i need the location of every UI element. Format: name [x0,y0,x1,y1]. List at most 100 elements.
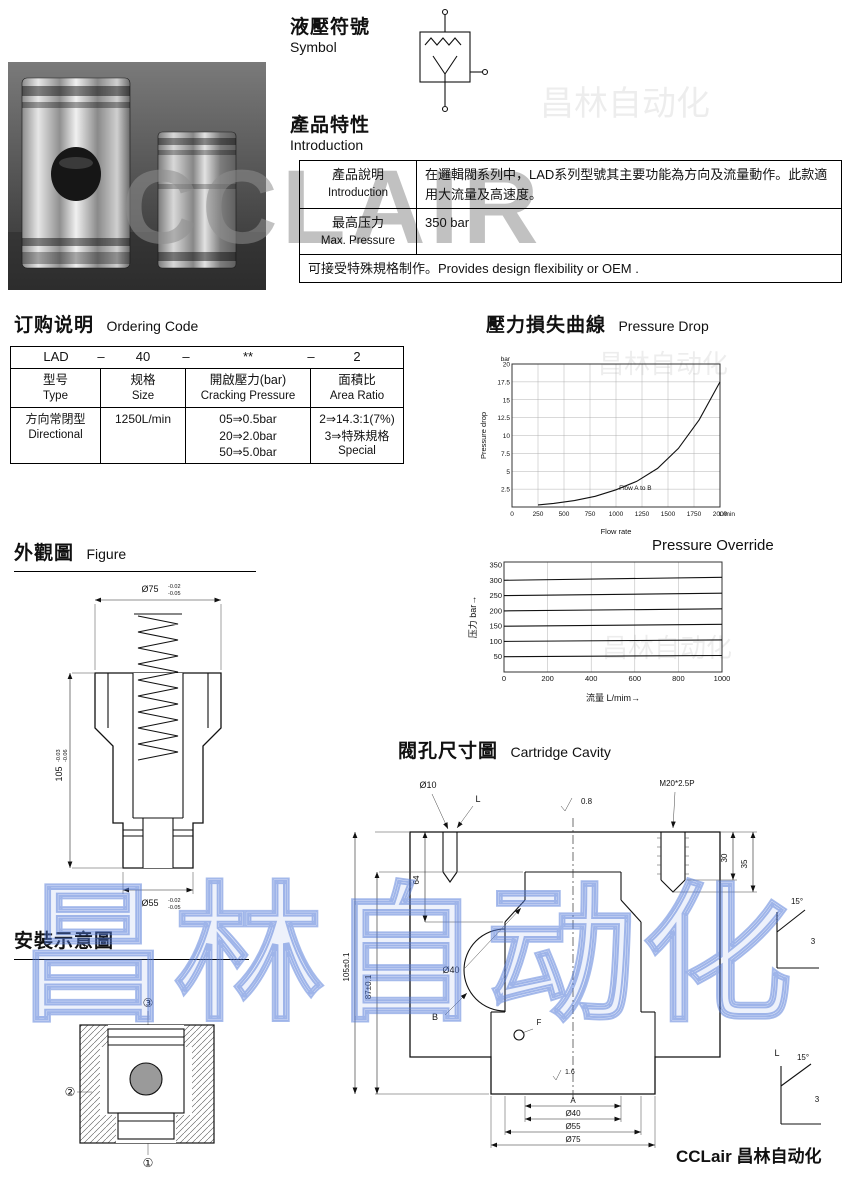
installation-drawing: ③ ② ① [65,996,215,1170]
svg-text:Ø75: Ø75 [565,1135,581,1144]
spring [134,613,182,761]
dim-bottom-diameter: Ø55 -0.02 -0.05 [122,872,194,911]
figure-drawing: Ø75 -0.02 -0.05 [54,584,222,911]
cavity-title-en: Cartridge Cavity [510,744,611,760]
svg-text:Ø10: Ø10 [419,780,436,790]
ordering-title: 订购说明 Ordering Code [14,310,206,337]
symbol-title-zh: 液壓符號 [290,17,371,38]
bottom-bore [143,818,173,868]
label-zh: 最高压力 [331,215,384,230]
svg-text:流量 L/mim→: 流量 L/mim→ [586,692,640,703]
label-en: Max. Pressure [320,234,396,247]
svg-text:300: 300 [489,576,502,585]
svg-text:400: 400 [585,674,598,683]
code-dash: – [97,349,105,364]
svg-text:1500: 1500 [661,511,676,518]
svg-text:1000: 1000 [714,674,731,683]
cavity-drawing: 105±0.1 87±0.1 64 30 35 A Ø40 Ø55 Ø75 Ø1… [342,779,821,1148]
ordering-code-row: LAD – 40 – ** – 2 [11,347,403,369]
port-f-hole [513,1029,525,1041]
spring-cavity [133,673,183,764]
svg-text:30: 30 [720,853,729,862]
svg-text:M20*2.5P: M20*2.5P [659,779,694,788]
dim-top-diameter: Ø75 -0.02 -0.05 [94,584,222,670]
svg-text:17.5: 17.5 [497,379,510,386]
svg-text:1.6: 1.6 [565,1069,575,1076]
bore-profile [463,871,656,1057]
cartridge-small [157,131,237,269]
figure-title-en: Figure [86,546,127,562]
svg-text:L: L [774,1048,779,1058]
installation-title: 安裝示意圖 [14,926,249,960]
svg-text:压力 bar→: 压力 bar→ [468,596,478,639]
svg-text:35: 35 [740,859,749,868]
pressure-override-title: Pressure Override [652,537,774,554]
svg-text:500: 500 [559,511,570,518]
chamfer-detail-bottom: L 15° 3 [774,1048,821,1125]
svg-text:600: 600 [629,674,642,683]
port-b-recess [463,928,506,1012]
svg-text:2.5: 2.5 [501,487,510,494]
svg-text:B: B [432,1012,438,1022]
label-en: Introduction [327,186,389,199]
svg-text:Ø55: Ø55 [141,898,158,908]
svg-text:-0.02: -0.02 [168,584,181,590]
svg-text:-0.06: -0.06 [63,749,69,762]
svg-text:10: 10 [503,433,511,440]
intro-table: 產品說明 Introduction 在邏輯閥系列中，LAD系列型號其主要功能為方… [299,160,842,284]
svg-text:2000: 2000 [713,511,728,518]
callout-3: ③ [143,996,154,1010]
faint-watermark: 昌林自动化 [540,85,710,123]
svg-text:A: A [570,1096,576,1105]
svg-text:7.5: 7.5 [501,451,510,458]
chamfer-detail-top: 15° 3 [776,897,819,969]
code-pressure: ** [242,349,254,364]
pilot-hole [442,832,458,883]
intro-title-zh: 產品特性 [290,115,371,136]
table-row: 產品說明 Introduction 在邏輯閥系列中，LAD系列型號其主要功能為方… [300,161,841,209]
cell-size: 1250L/min [101,408,186,463]
figure-title: 外觀圖 Figure [14,538,256,572]
cavity-title-zh: 閥孔尺寸圖 [398,741,499,762]
svg-text:-0.05: -0.05 [168,905,181,911]
callout-1: ① [143,1156,154,1170]
svg-text:1000: 1000 [609,511,624,518]
svg-text:200: 200 [489,606,502,615]
pressure-drop-title-en: Pressure Drop [618,318,709,334]
pressure-drop-title: 壓力損失曲線 Pressure Drop [486,310,717,337]
ordering-title-zh: 订购说明 [14,315,95,336]
table-row: 可接受特殊規格制作。Provides design flexibility or… [300,255,841,283]
intro-row2-value: 350 bar [425,215,470,230]
code-size: 40 [135,349,151,364]
code-dash: – [307,349,315,364]
intro-row1-label: 產品說明 Introduction [300,161,417,208]
threaded-hole [657,832,689,893]
svg-text:0: 0 [502,674,506,683]
svg-text:105: 105 [54,766,64,781]
dim-height: 105 -0.03 -0.06 [54,672,122,869]
intro-title: 產品特性 Introduction [290,110,370,153]
svg-text:5: 5 [506,469,510,476]
svg-text:L: L [475,794,480,804]
installation-title-zh: 安裝示意圖 [14,931,115,952]
symbol-title-en: Symbol [290,39,337,55]
bore-outlines [132,673,184,868]
svg-text:100: 100 [489,637,502,646]
pressure-drop-title-zh: 壓力損失曲線 [486,315,607,336]
extension-lines [375,831,757,1148]
svg-text:L/min: L/min [719,511,735,518]
svg-text:64: 64 [412,875,421,884]
svg-text:-0.03: -0.03 [56,749,62,762]
svg-text:87±0.1: 87±0.1 [364,974,373,999]
svg-text:50: 50 [494,652,502,661]
svg-text:3: 3 [811,937,816,946]
hydraulic-symbol-drawing [419,8,489,113]
svg-text:Ø55: Ø55 [565,1122,581,1131]
